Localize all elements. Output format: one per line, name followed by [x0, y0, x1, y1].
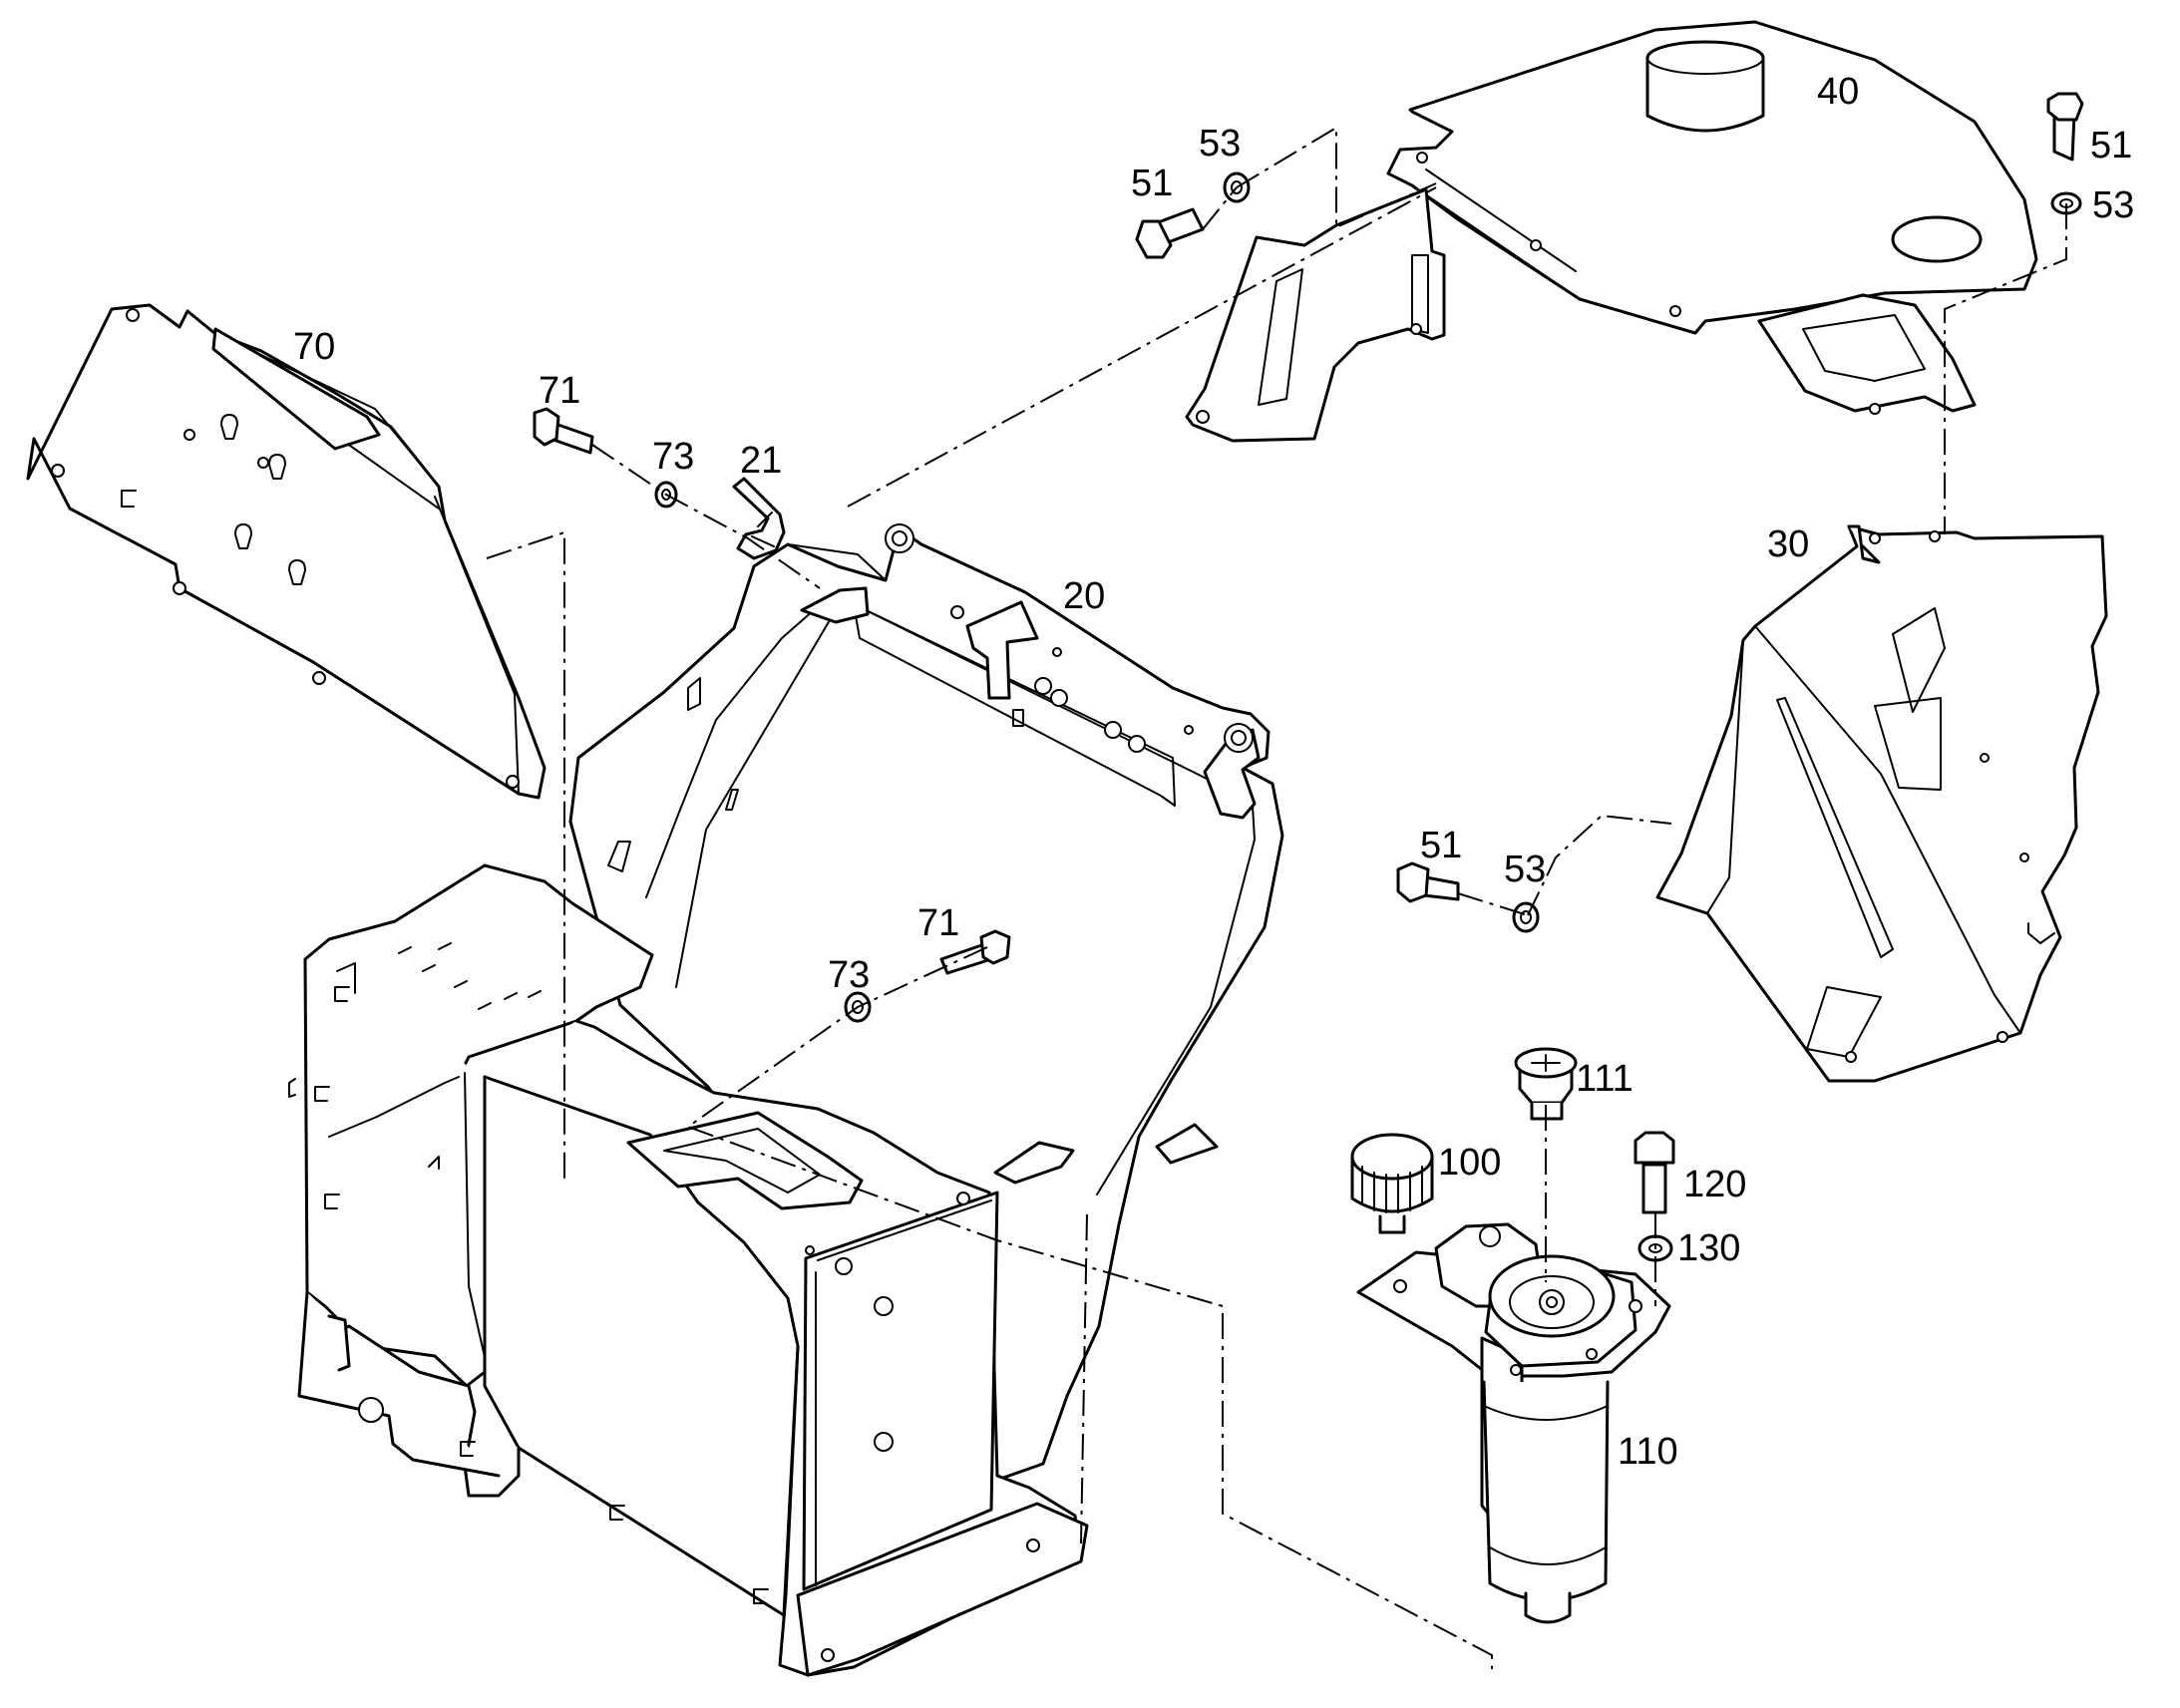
- side-panel-70: [26, 303, 546, 800]
- callout-21: 21: [740, 440, 782, 482]
- callout-51-right: 51: [1420, 825, 1462, 866]
- bolt-71-upper: [533, 407, 594, 455]
- washer-53-right: [1512, 901, 1540, 933]
- callout-71-lower: 71: [917, 902, 959, 944]
- tank-box: [288, 863, 1089, 1677]
- callout-30: 30: [1767, 523, 1809, 565]
- motor-110: [1356, 1222, 1671, 1624]
- callout-70: 70: [293, 326, 335, 368]
- callout-120: 120: [1683, 1164, 1746, 1205]
- callout-53-top-right: 53: [2092, 184, 2134, 226]
- callout-130: 130: [1677, 1227, 1740, 1269]
- callout-20: 20: [1063, 575, 1105, 617]
- callout-100: 100: [1438, 1142, 1501, 1184]
- callout-51-top-left: 51: [1131, 163, 1173, 204]
- callout-53-top-left: 53: [1199, 123, 1241, 165]
- callout-73-upper: 73: [652, 436, 694, 478]
- main-frame-20: [568, 523, 1284, 1492]
- callout-110: 110: [1618, 1431, 1678, 1473]
- top-cover-40: [1386, 20, 2038, 415]
- bolt-120: [1634, 1131, 1675, 1214]
- bolt-51-top-left: [1135, 207, 1205, 259]
- bolt-51-right: [1396, 861, 1460, 903]
- side-panel-30: [1655, 524, 2108, 1083]
- callout-labels: 40 51 53 51 53 70 71 73 21 20 30 51 53 7…: [293, 71, 2134, 1473]
- knob-100: [1350, 1133, 1434, 1234]
- callout-51-top-right: 51: [2090, 125, 2132, 167]
- callout-73-lower: 73: [828, 954, 870, 996]
- bracket-under-cover: [1185, 187, 1446, 443]
- center-lines: [486, 126, 2067, 1669]
- callout-40: 40: [1817, 71, 1859, 113]
- callout-111: 111: [1576, 1058, 1634, 1100]
- callout-71-upper: 71: [539, 370, 580, 412]
- bolt-51-top-right: [2046, 92, 2084, 162]
- callout-53-right: 53: [1504, 849, 1546, 890]
